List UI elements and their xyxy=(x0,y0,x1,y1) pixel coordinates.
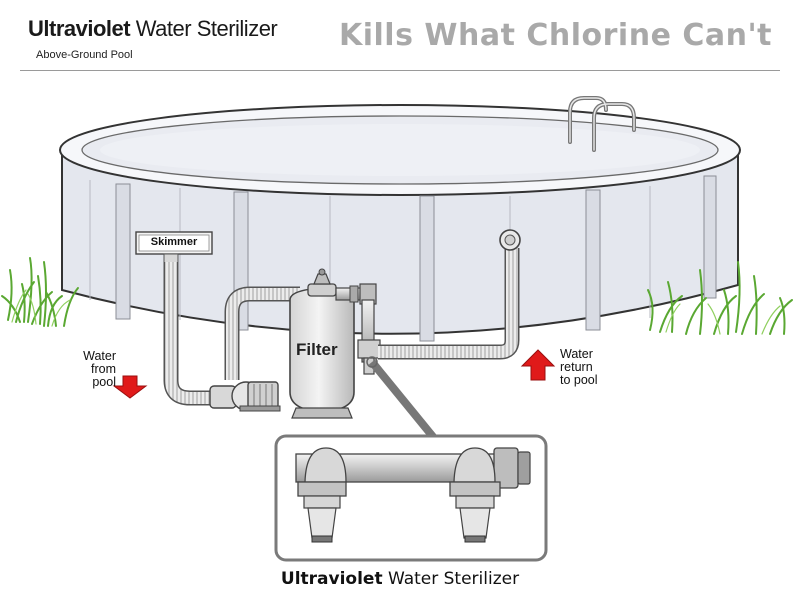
grass-left xyxy=(1,257,79,327)
water-from-line-3: pool xyxy=(92,375,116,389)
arrow-up-icon xyxy=(520,349,556,381)
water-return-label: Water return to pool xyxy=(560,348,630,387)
water-return-line-2: return xyxy=(560,360,593,374)
sterilizer-caption: Ultraviolet Water Sterilizer xyxy=(0,569,800,589)
water-from-line-1: Water xyxy=(83,349,116,363)
caption-bold: Ultraviolet xyxy=(280,569,383,589)
pool xyxy=(59,104,741,342)
water-from-line-2: from xyxy=(91,362,116,376)
pump xyxy=(209,381,281,412)
caption-rest: Water Sterilizer xyxy=(387,569,520,589)
pump-to-filter-hose xyxy=(224,286,300,380)
callout-connector xyxy=(366,356,438,441)
filter-label: Filter xyxy=(296,340,338,359)
water-return-line-3: to pool xyxy=(560,373,598,387)
brand-title: Ultraviolet Water Sterilizer xyxy=(28,16,278,42)
grass-right xyxy=(647,261,793,335)
water-from-pool-label: Water from pool xyxy=(64,350,116,389)
water-return-line-1: Water xyxy=(560,347,593,361)
sterilizer-callout xyxy=(274,434,548,562)
brand-subtitle: Above-Ground Pool xyxy=(36,49,133,61)
header-divider xyxy=(20,70,780,71)
brand-title-bold: Ultraviolet xyxy=(28,16,131,41)
arrow-down-icon xyxy=(112,375,148,399)
filter-outlet-pipe xyxy=(335,283,381,375)
skimmer-label: Skimmer xyxy=(150,236,198,248)
skimmer xyxy=(135,231,213,265)
filter-tank xyxy=(289,268,355,419)
return-hose xyxy=(378,229,521,360)
brand-title-rest: Water Sterilizer xyxy=(135,16,278,41)
tagline: Kills What Chlorine Can't xyxy=(338,18,772,53)
suction-hose xyxy=(163,262,222,406)
